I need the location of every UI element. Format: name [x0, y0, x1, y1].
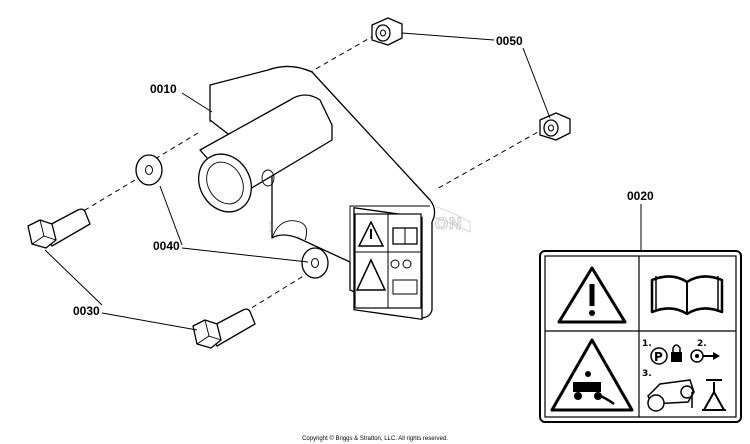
- svg-text:P: P: [654, 350, 663, 364]
- copyright-notice: Copyright © Briggs & Stratton, LLC. All …: [302, 435, 448, 442]
- decal-step-3: 3.: [642, 369, 652, 379]
- callout-0050: 0050: [496, 34, 523, 48]
- manual-book-icon: [650, 275, 724, 316]
- bracket-0010[interactable]: [188, 65, 436, 321]
- decal-step-1: 1.: [642, 339, 652, 349]
- warning-triangle-icon: [557, 266, 627, 324]
- callout-0020: 0020: [627, 189, 654, 203]
- mower-lift-icon: [647, 379, 695, 412]
- mower-hazard-icon: [550, 338, 634, 412]
- decal-step-2: 2.: [697, 339, 707, 349]
- jack-stand-icon: [702, 379, 726, 411]
- washer-0040-top[interactable]: [135, 154, 163, 186]
- decal-0020[interactable]: 1. P 2. 3.: [539, 250, 742, 423]
- callout-0030: 0030: [73, 304, 100, 318]
- washer-0040-bottom[interactable]: [301, 247, 329, 279]
- key-icon: [690, 349, 720, 363]
- bolt-0030-top[interactable]: [27, 208, 91, 249]
- nut-0050-top[interactable]: [371, 17, 403, 46]
- leader-lines: [44, 32, 642, 331]
- parking-brake-icon: P: [650, 347, 668, 365]
- callout-0010: 0010: [150, 82, 177, 96]
- bolt-0030-bottom[interactable]: [192, 308, 256, 349]
- nut-0050-right[interactable]: [539, 112, 571, 141]
- callout-0040: 0040: [153, 239, 180, 253]
- lock-icon: [671, 344, 682, 362]
